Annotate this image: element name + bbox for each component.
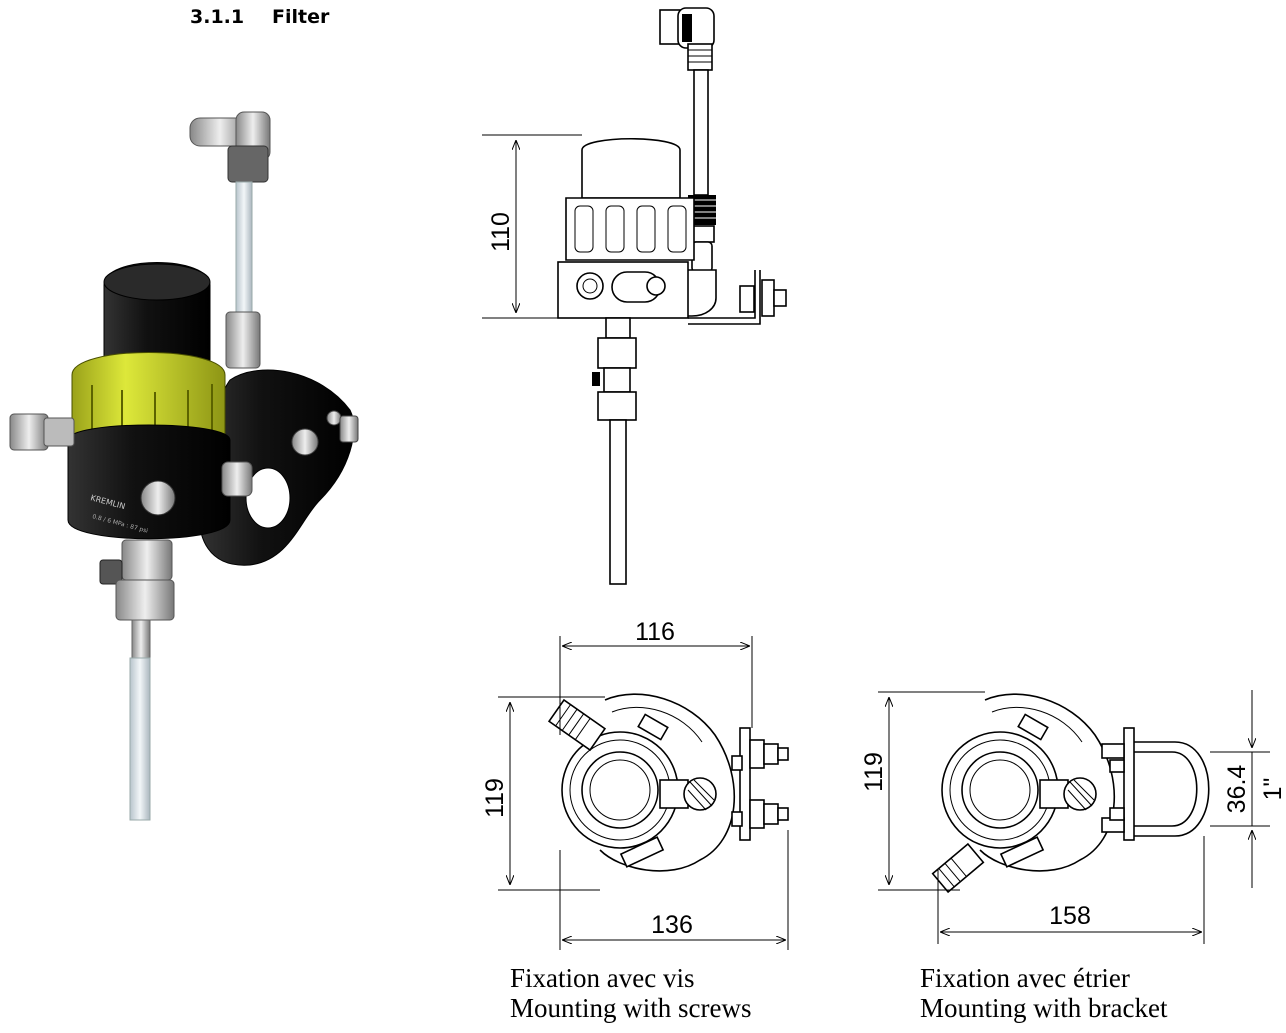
- dim-bracket-width: 158: [1049, 902, 1091, 930]
- section-title: Filter: [272, 6, 330, 28]
- caption-bracket: Fixation avec étrier Mounting with brack…: [920, 963, 1167, 1023]
- drain-knob-3d: [140, 480, 176, 516]
- dim-bracket-height: 119: [860, 752, 888, 792]
- elbow-fitting-3d: [189, 111, 271, 183]
- screws-top-view-drawing: [498, 636, 789, 950]
- dim-side-height: 110: [487, 212, 515, 252]
- caption-screws-fr: Fixation avec vis: [510, 963, 695, 993]
- inlet-fitting-3d: [9, 413, 75, 451]
- bracket-top-view-drawing: [878, 690, 1270, 944]
- section-heading: 3.1.1 Filter: [190, 6, 329, 28]
- filter-3d-render: KREMLIN 0.8 / 6 MPa : 87 psi: [9, 111, 359, 821]
- caption-screws: Fixation avec vis Mounting with screws: [510, 963, 751, 1023]
- dim-screws-width: 136: [651, 911, 693, 939]
- outlet-fitting-3d: [99, 539, 175, 661]
- tube-nut-3d: [225, 311, 261, 369]
- supply-tube-3d: [235, 181, 253, 333]
- caption-screws-en: Mounting with screws: [510, 993, 752, 1023]
- side-view-drawing: [482, 7, 787, 585]
- dim-screws-width-upper: 116: [635, 618, 675, 646]
- dim-bracket-side-imperial: 1": [1259, 778, 1286, 801]
- outlet-tube-3d: [129, 657, 151, 821]
- caption-bracket-en: Mounting with bracket: [920, 993, 1168, 1023]
- dim-screws-height: 119: [481, 778, 509, 818]
- section-number: 3.1.1: [190, 6, 245, 28]
- caption-bracket-fr: Fixation avec étrier: [920, 963, 1130, 993]
- dim-bracket-side-metric: 36.4: [1223, 765, 1251, 814]
- filter-body-3d: [67, 424, 231, 540]
